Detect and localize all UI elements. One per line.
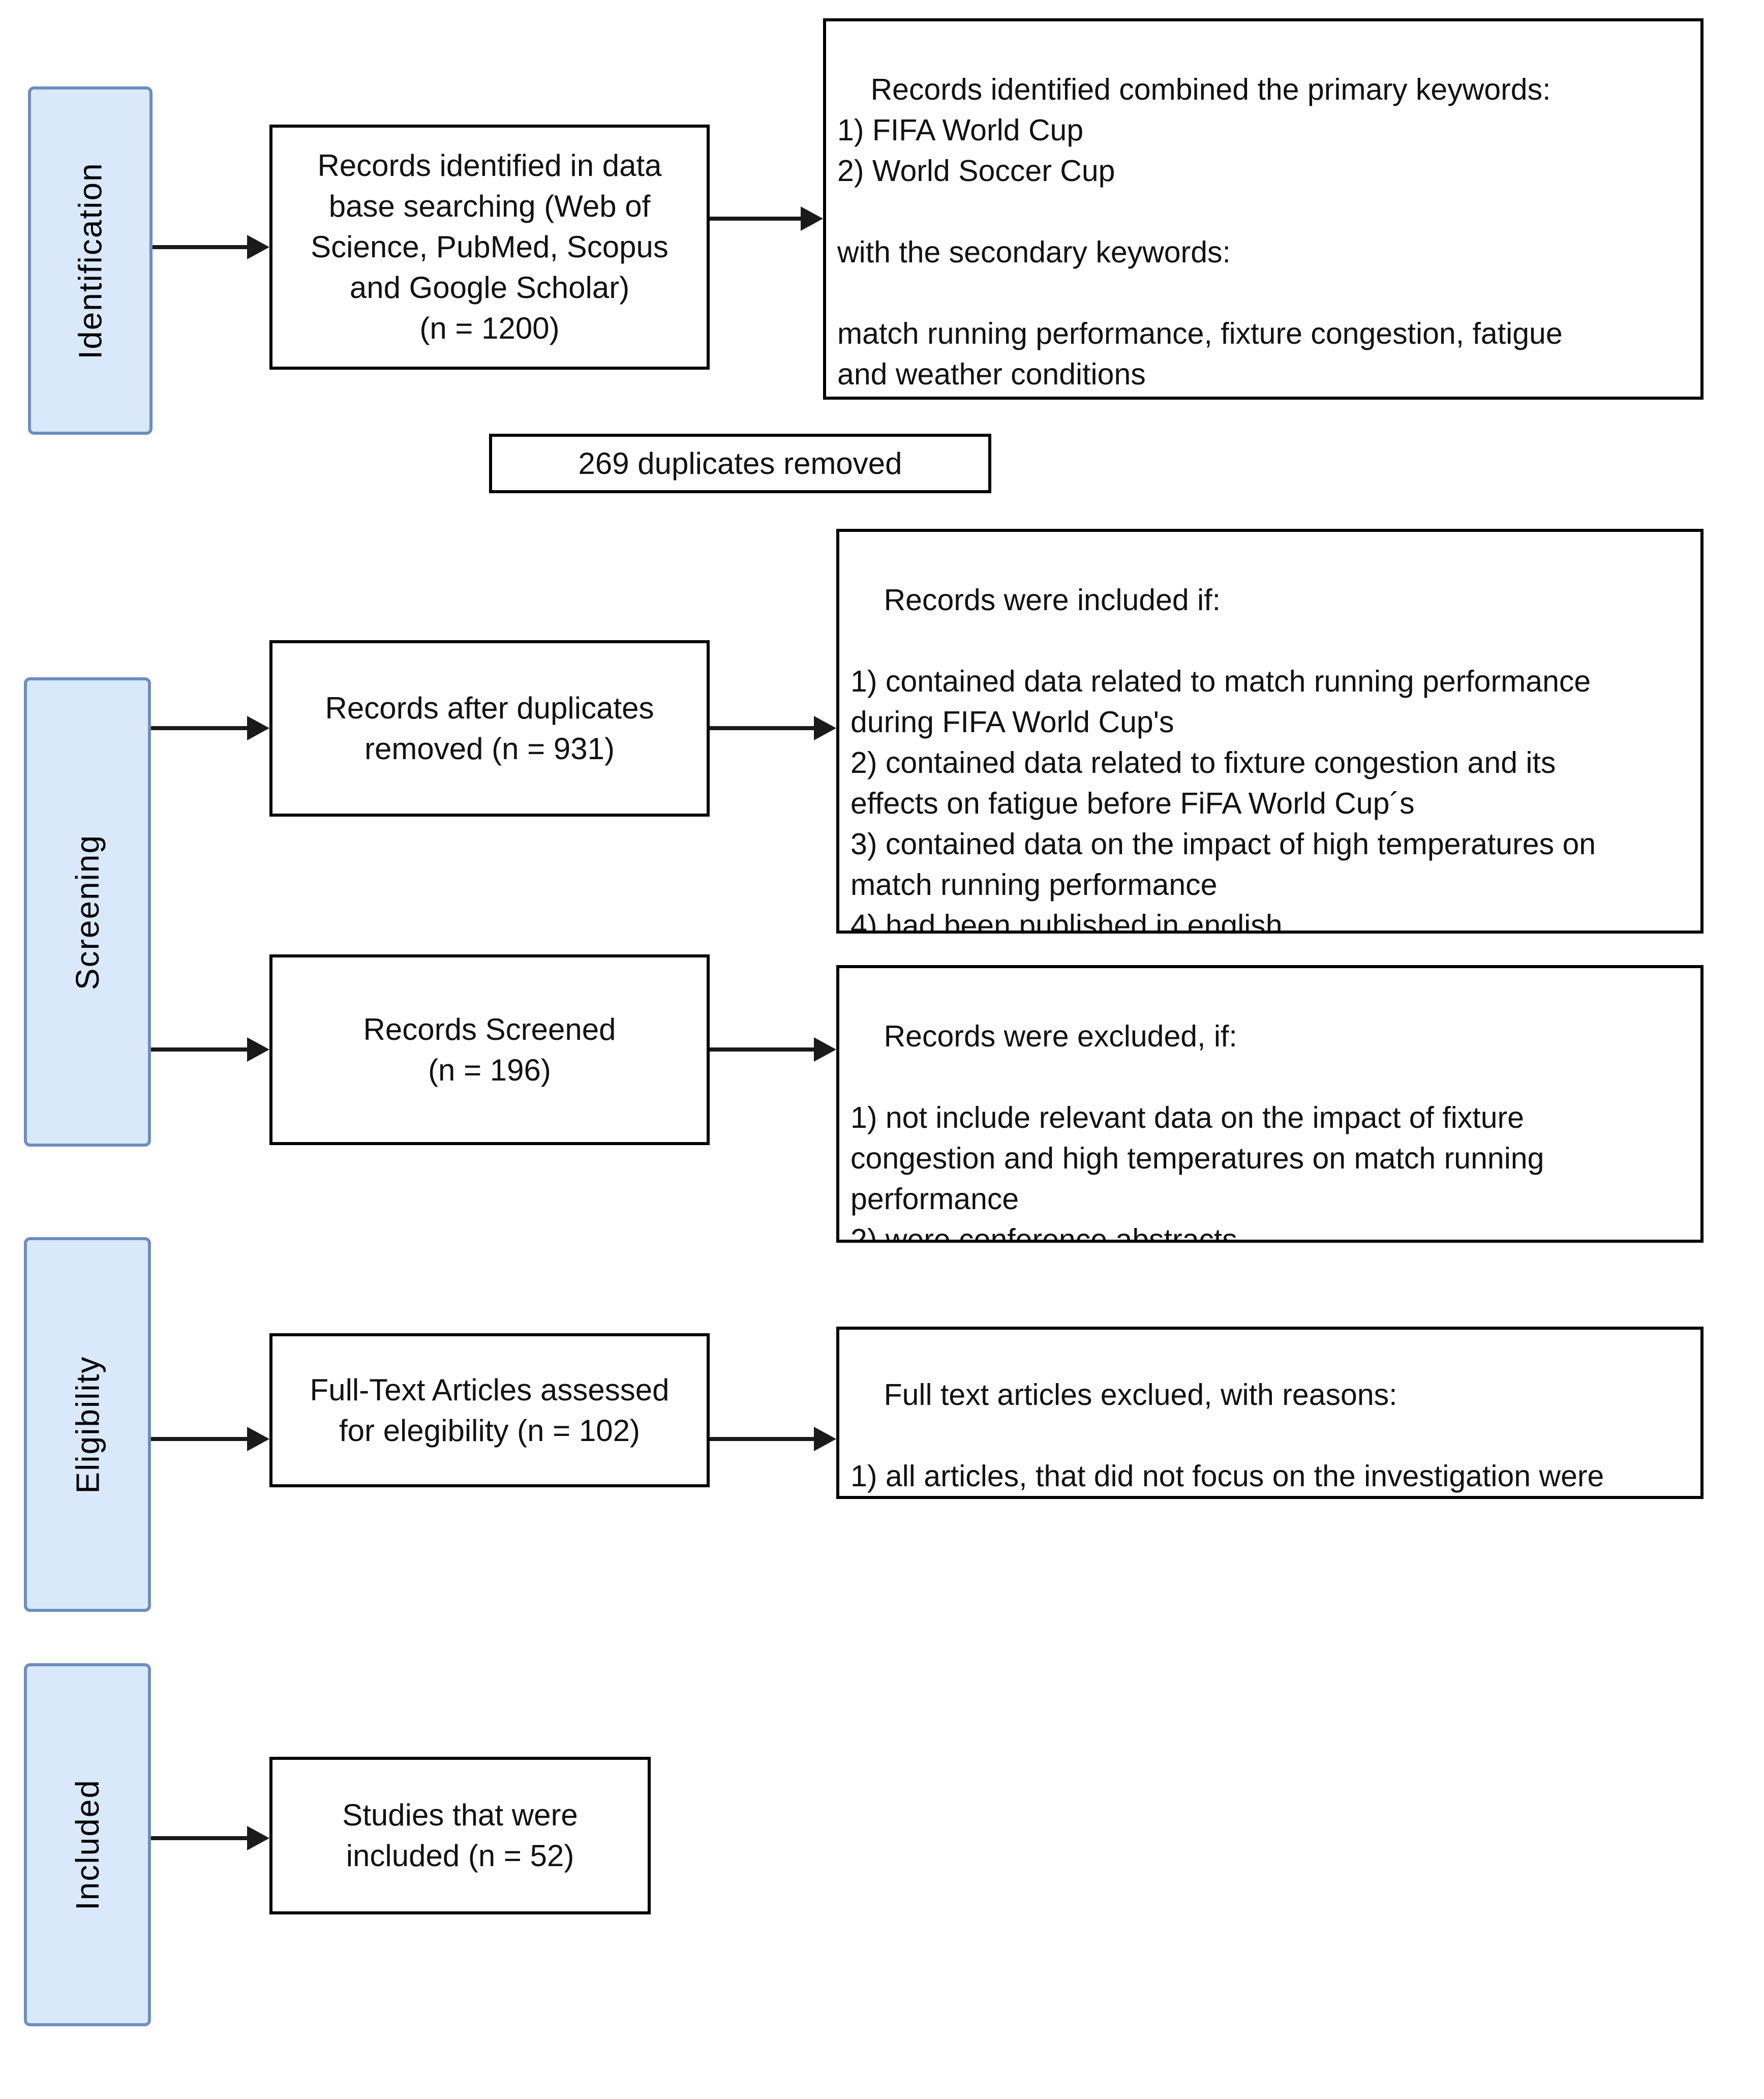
stage-box-eligibility: Eligibility xyxy=(24,1237,151,1612)
box-fulltext-assessed-text: Full-Text Articles assessed for elegibil… xyxy=(310,1372,670,1448)
box-inclusion-criteria-text: Records were included if: 1) contained d… xyxy=(850,583,1596,934)
arrowhead-icon xyxy=(247,716,269,740)
arrowhead-icon xyxy=(247,1037,269,1062)
box-exclusion-criteria-text: Records were excluded, if: 1) not includ… xyxy=(850,1019,1544,1243)
box-exclusion-criteria: Records were excluded, if: 1) not includ… xyxy=(836,965,1704,1243)
stage-label-eligibility: Eligibility xyxy=(69,1356,106,1493)
arrow-line xyxy=(710,1437,817,1441)
arrowhead-icon xyxy=(247,235,269,259)
arrow-line xyxy=(153,245,250,249)
arrowhead-icon xyxy=(814,716,836,740)
arrow-line xyxy=(151,1437,250,1441)
arrow-line xyxy=(151,1836,250,1840)
stage-box-identification: Identification xyxy=(28,86,153,435)
box-records-after-duplicates-text: Records after duplicates removed (n = 93… xyxy=(325,691,654,766)
stage-label-identification: Identification xyxy=(72,162,109,359)
arrow-line xyxy=(710,1047,817,1052)
box-fulltext-assessed: Full-Text Articles assessed for elegibil… xyxy=(269,1333,710,1487)
box-records-screened-text: Records Screened (n = 196) xyxy=(363,1012,616,1087)
box-search-keywords-text: Records identified combined the primary … xyxy=(837,73,1563,391)
stage-label-screening: Screening xyxy=(69,834,106,990)
box-records-identified-text: Records identified in data base searchin… xyxy=(311,148,668,345)
stage-label-included: Included xyxy=(69,1779,106,1910)
box-records-screened: Records Screened (n = 196) xyxy=(269,954,710,1145)
box-records-after-duplicates: Records after duplicates removed (n = 93… xyxy=(269,640,710,817)
arrowhead-icon xyxy=(814,1037,836,1062)
arrowhead-icon xyxy=(247,1427,269,1451)
box-studies-included-text: Studies that were included (n = 52) xyxy=(342,1798,578,1873)
stage-box-screening: Screening xyxy=(24,677,151,1147)
box-studies-included: Studies that were included (n = 52) xyxy=(269,1757,651,1914)
arrow-line xyxy=(151,1047,250,1052)
box-inclusion-criteria: Records were included if: 1) contained d… xyxy=(836,529,1704,934)
box-duplicates-removed-text: 269 duplicates removed xyxy=(578,446,902,481)
arrow-line xyxy=(710,217,804,221)
box-duplicates-removed: 269 duplicates removed xyxy=(489,434,991,493)
arrow-line xyxy=(151,726,250,730)
box-search-keywords: Records identified combined the primary … xyxy=(823,18,1704,400)
box-fulltext-exclusion-reasons-text: Full text articles exclued, with reasons… xyxy=(850,1378,1604,1493)
arrow-line xyxy=(710,726,817,730)
arrowhead-icon xyxy=(814,1427,836,1451)
arrowhead-icon xyxy=(801,206,823,231)
stage-box-included: Included xyxy=(24,1663,151,2026)
arrowhead-icon xyxy=(247,1826,269,1850)
box-fulltext-exclusion-reasons: Full text articles exclued, with reasons… xyxy=(836,1327,1704,1499)
box-records-identified: Records identified in data base searchin… xyxy=(269,125,710,370)
